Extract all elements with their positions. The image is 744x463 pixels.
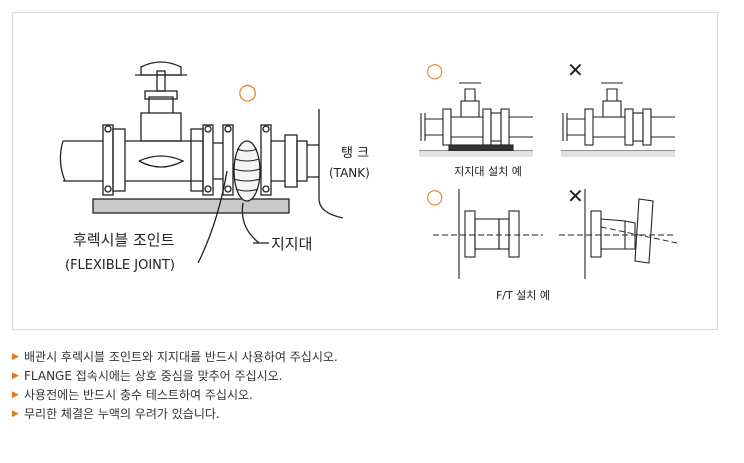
tank-label-kr: 탱 크 [341, 146, 369, 161]
installation-diagram: ○ ○ ✕ ○ ✕ 탱 크 (TANK) 후렉시블 조인트 (FLEXIBLE … [59, 58, 678, 302]
note-item: ▶ 배관시 후렉시블 조인트와 지지대를 반드시 사용하여 주십시오. [12, 348, 732, 367]
notes-list: ▶ 배관시 후렉시블 조인트와 지지대를 반드시 사용하여 주십시오. ▶ FLAN… [12, 348, 732, 424]
note-text: FLANGE 접속시에는 상호 중심을 맞추어 주십시오. [24, 369, 283, 383]
note-text: 배관시 후렉시블 조인트와 지지대를 반드시 사용하여 주십시오. [24, 350, 338, 364]
ok-mark-support: ○ [426, 58, 443, 82]
note-item: ▶ FLANGE 접속시에는 상호 중심을 맞추어 주십시오. [12, 367, 732, 386]
note-item: ▶ 사용전에는 반드시 충수 테스트하여 주십시오. [12, 386, 732, 405]
ng-mark-ft: ✕ [567, 184, 584, 208]
note-text: 사용전에는 반드시 충수 테스트하여 주십시오. [24, 388, 253, 402]
ft-caption: F/T 설치 예 [496, 289, 550, 302]
ok-mark-main: ○ [238, 80, 257, 105]
support-ok-example [419, 82, 533, 157]
joint-label-en: (FLEXIBLE JOINT) [65, 258, 175, 273]
bullet-icon: ▶ [12, 390, 19, 400]
support-caption: 지지대 설치 예 [454, 165, 522, 178]
ft-ng-example [559, 189, 678, 279]
tank-label-en: (TANK) [329, 166, 370, 180]
support-ng-example [561, 82, 675, 157]
flexible-joint-bellows [233, 140, 261, 202]
note-item: ▶ 무리한 체결은 누액의 우려가 있습니다. [12, 405, 732, 424]
joint-label-kr: 후렉시블 조인트 [73, 231, 175, 249]
ft-ok-example [433, 189, 543, 279]
bullet-icon: ▶ [12, 371, 19, 381]
main-pipe-assembly [59, 61, 344, 264]
diagram-panel: ○ ○ ✕ ○ ✕ 탱 크 (TANK) 후렉시블 조인트 (FLEXIBLE … [12, 12, 718, 330]
bullet-icon: ▶ [12, 352, 19, 362]
ng-mark-support: ✕ [567, 58, 584, 82]
support-label: 지지대 [271, 235, 312, 253]
note-text: 무리한 체결은 누액의 우려가 있습니다. [24, 407, 220, 421]
ok-mark-ft: ○ [426, 184, 443, 208]
bullet-icon: ▶ [12, 409, 19, 419]
